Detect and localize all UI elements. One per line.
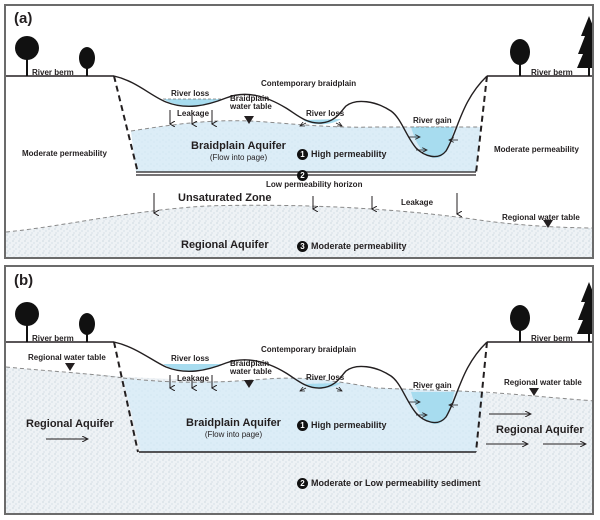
river-berm-label-right: River berm <box>531 334 573 343</box>
contemporary-braidplain-label: Contemporary braidplain <box>261 345 357 354</box>
braidplain-water-table-label: Braidplain water table <box>230 94 272 111</box>
leakage-label-bottom: Leakage <box>401 198 434 207</box>
tree-icon <box>15 282 592 342</box>
river-gain-channel <box>411 392 454 424</box>
moderate-permeability-right-label: Moderate permeability <box>494 145 579 154</box>
braidplain-water-table-line <box>130 120 481 132</box>
river-gain-channel <box>411 127 454 158</box>
marker-1: 1 <box>297 420 308 432</box>
contemporary-braidplain-label: Contemporary braidplain <box>261 79 357 88</box>
braidplain-water-table-triangle <box>244 116 254 124</box>
river-loss-channel-1 <box>163 364 224 371</box>
braidplain-aquifer-label: Braidplain Aquifer <box>186 417 281 429</box>
river-berm-label-right: River berm <box>531 68 573 77</box>
panel-a-drawing <box>6 16 592 257</box>
unsaturated-zone-label: Unsaturated Zone <box>178 192 272 204</box>
leakage-label-top: Leakage <box>177 109 210 118</box>
regional-water-table-label-right: Regional water table <box>504 378 582 387</box>
tree-icon <box>15 16 592 76</box>
braidplain-aquifer-label: Braidplain Aquifer <box>191 140 286 152</box>
regional-aquifer-label: Regional Aquifer <box>181 239 269 251</box>
panel-b-drawing <box>6 282 592 513</box>
braidplain-surface <box>113 75 488 158</box>
river-berm-label-left: River berm <box>32 68 74 77</box>
river-berm-label-left: River berm <box>32 334 74 343</box>
leakage-label: Leakage <box>177 374 210 383</box>
basin-wall-left <box>113 75 139 174</box>
braidplain-water-table-triangle <box>244 380 254 388</box>
moderate-permeability-left-label: Moderate permeability <box>22 149 107 158</box>
regional-water-table-triangle-right <box>529 388 539 396</box>
marker-1: 1 <box>297 149 308 161</box>
panel-tag-a: (a) <box>14 10 33 27</box>
marker-2: 2 <box>297 170 308 182</box>
river-loss-label-1: River loss <box>171 354 210 363</box>
river-loss-channel-1 <box>163 99 224 106</box>
regional-aquifer-zone <box>6 205 592 257</box>
regional-aquifer-label-left: Regional Aquifer <box>26 418 114 430</box>
basin-wall-right <box>475 341 488 453</box>
river-gain-label: River gain <box>413 116 452 125</box>
regional-aquifer-label-right: Regional Aquifer <box>496 424 584 436</box>
regional-water-table-triangle <box>543 220 553 228</box>
marker-2-wrap: 2 <box>297 167 311 185</box>
basin-wall-left <box>113 341 139 453</box>
braidplain-water-table-line <box>122 377 592 402</box>
river-gain-label: River gain <box>413 381 452 390</box>
regional-water-table-label-left: Regional water table <box>28 353 106 362</box>
flow-into-page-label: (Flow into page) <box>204 430 263 439</box>
marker-3: 3 <box>297 241 308 253</box>
braidplain-water-table-label: Braidplain water table <box>230 359 272 376</box>
panel-b: (b) River berm River berm Contemporary b… <box>4 265 594 515</box>
basin-wall-right <box>475 75 488 174</box>
braidplain-aquifer-zone <box>123 378 484 452</box>
regional-water-table-line <box>6 204 592 233</box>
braidplain-surface <box>113 341 488 424</box>
river-loss-label-1: River loss <box>171 89 210 98</box>
regional-water-table-label: Regional water table <box>502 213 580 222</box>
flow-into-page-label: (Flow into page) <box>209 153 268 162</box>
low-permeability-horizon-label: Low permeability horizon <box>266 180 363 189</box>
river-loss-label-2: River loss <box>306 373 345 382</box>
marker-2: 2 <box>297 478 308 490</box>
river-loss-label-2: River loss <box>306 109 345 118</box>
regional-water-table-triangle-left <box>65 363 75 371</box>
braidplain-aquifer-zone <box>131 120 481 172</box>
panel-a: (a) River berm River berm Contemporary b… <box>4 4 594 259</box>
regional-water-table-line <box>6 366 124 379</box>
panel-tag-b: (b) <box>14 272 34 289</box>
